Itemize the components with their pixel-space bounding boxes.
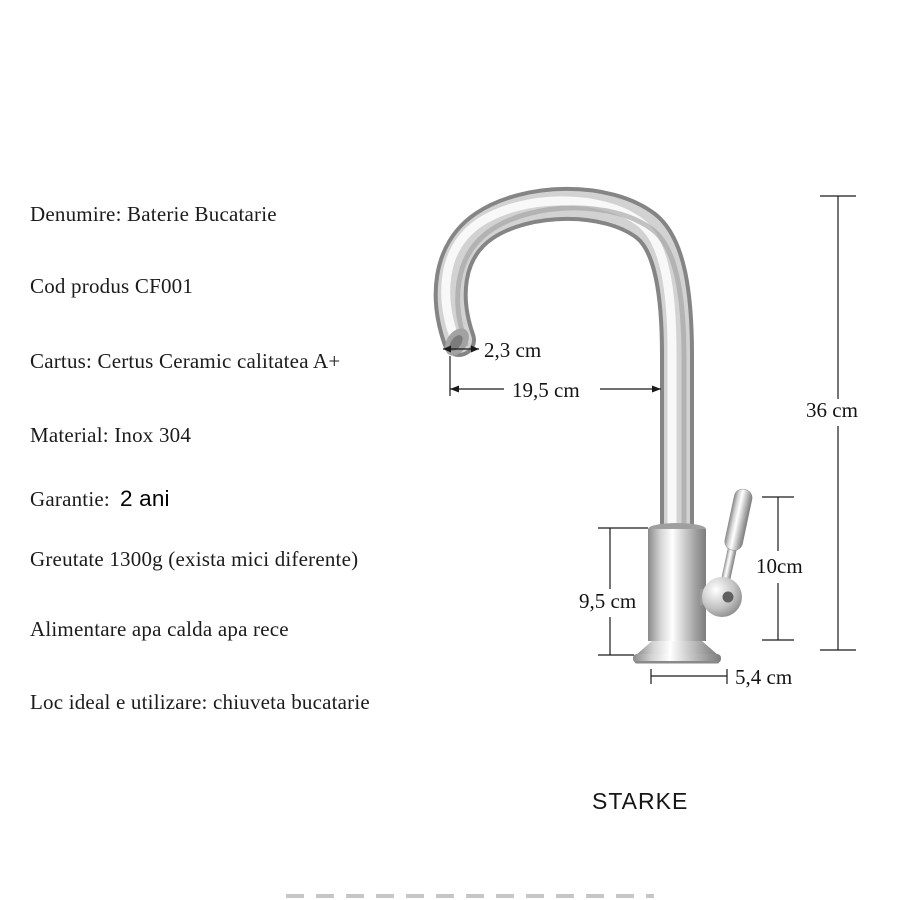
spec-material: Material: Inox 304	[30, 423, 192, 447]
spec-greutate: Greutate 1300g (exista mici diferente)	[30, 547, 359, 571]
dim-label-spout-diameter: 2,3 cm	[484, 338, 541, 362]
dim-label-total-height: 36 cm	[806, 398, 858, 422]
dim-label-base-width: 5,4 cm	[735, 665, 792, 689]
dim-spout-reach: 19,5 cm	[449, 356, 661, 402]
faucet-handle	[700, 488, 753, 617]
spec-cartus: Cartus: Certus Ceramic calitatea A+	[30, 349, 341, 373]
faucet-spout	[433, 186, 694, 557]
brand-starke: STARKE	[592, 788, 689, 814]
faucet-illustration	[433, 186, 753, 664]
dim-body-height: 9,5 cm	[579, 527, 648, 656]
faucet-base	[633, 641, 721, 664]
cropped-content-edge	[286, 894, 654, 898]
dimension-annotations: 2,3 cm 19,5 cm 36 cm	[443, 195, 858, 689]
faucet-body	[648, 523, 706, 641]
spec-alimentare: Alimentare apa calda apa rece	[30, 617, 289, 641]
dim-label-spout-reach: 19,5 cm	[512, 378, 580, 402]
dim-label-handle-height: 10cm	[756, 554, 803, 578]
spec-denumire: Denumire: Baterie Bucatarie	[30, 202, 277, 226]
dim-handle-height: 10cm	[756, 496, 803, 641]
spec-cod-produs: Cod produs CF001	[30, 274, 194, 298]
dim-total-height: 36 cm	[806, 195, 858, 651]
handle-ball-joint	[702, 577, 742, 617]
spec-loc-ideal: Loc ideal e utilizare: chiuveta bucatari…	[30, 690, 370, 714]
spec-garantie-value: 2 ani	[119, 486, 170, 511]
dim-base-width: 5,4 cm	[650, 665, 792, 689]
dim-label-body-height: 9,5 cm	[579, 589, 636, 613]
spec-garantie-label: Garantie:	[30, 487, 110, 511]
dim-spout-diameter: 2,3 cm	[443, 338, 541, 362]
spec-garantie: Garantie: 2 ani	[30, 486, 170, 512]
